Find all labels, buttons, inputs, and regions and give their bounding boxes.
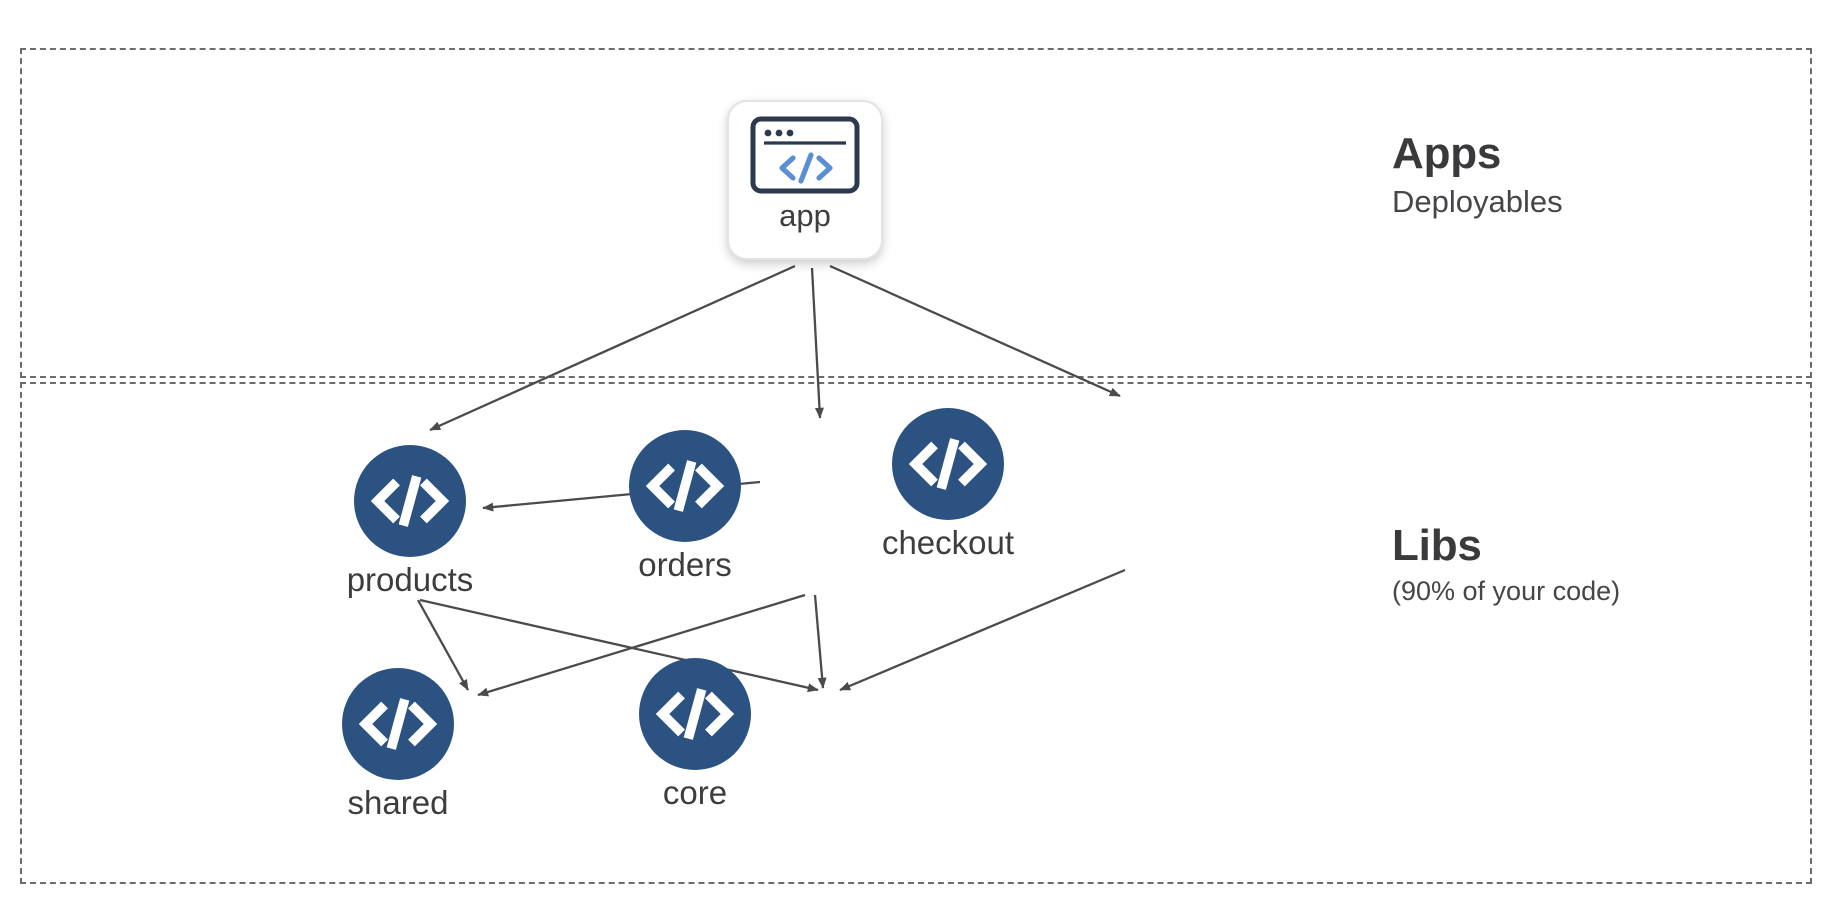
- node-shared-label: shared: [347, 784, 449, 821]
- zone-apps-title: Apps: [1392, 129, 1502, 178]
- zone-apps-caption: Apps Deployables: [1392, 128, 1563, 220]
- browser-code-icon: [750, 116, 860, 194]
- code-glyph-icon: [354, 445, 466, 557]
- node-products-label: products: [346, 561, 474, 598]
- node-app[interactable]: app: [727, 100, 883, 260]
- zone-libs-subtitle: (90% of your code): [1392, 575, 1621, 606]
- zone-apps-subtitle: Deployables: [1392, 183, 1563, 219]
- node-checkout[interactable]: checkout: [833, 408, 1063, 561]
- zone-libs-title: Libs: [1392, 521, 1482, 570]
- node-app-label: app: [779, 198, 831, 233]
- code-glyph-icon: [639, 658, 751, 770]
- node-orders[interactable]: orders: [570, 430, 800, 583]
- code-glyph-icon: [629, 430, 741, 542]
- node-core[interactable]: core: [580, 658, 810, 811]
- node-shared[interactable]: shared: [283, 668, 513, 821]
- code-glyph-icon: [342, 668, 454, 780]
- node-checkout-label: checkout: [881, 524, 1015, 561]
- code-glyph-icon: [892, 408, 1004, 520]
- node-orders-label: orders: [638, 546, 732, 583]
- node-products[interactable]: products: [295, 445, 525, 598]
- zone-libs-caption: Libs (90% of your code): [1392, 520, 1620, 608]
- node-core-label: core: [662, 774, 728, 811]
